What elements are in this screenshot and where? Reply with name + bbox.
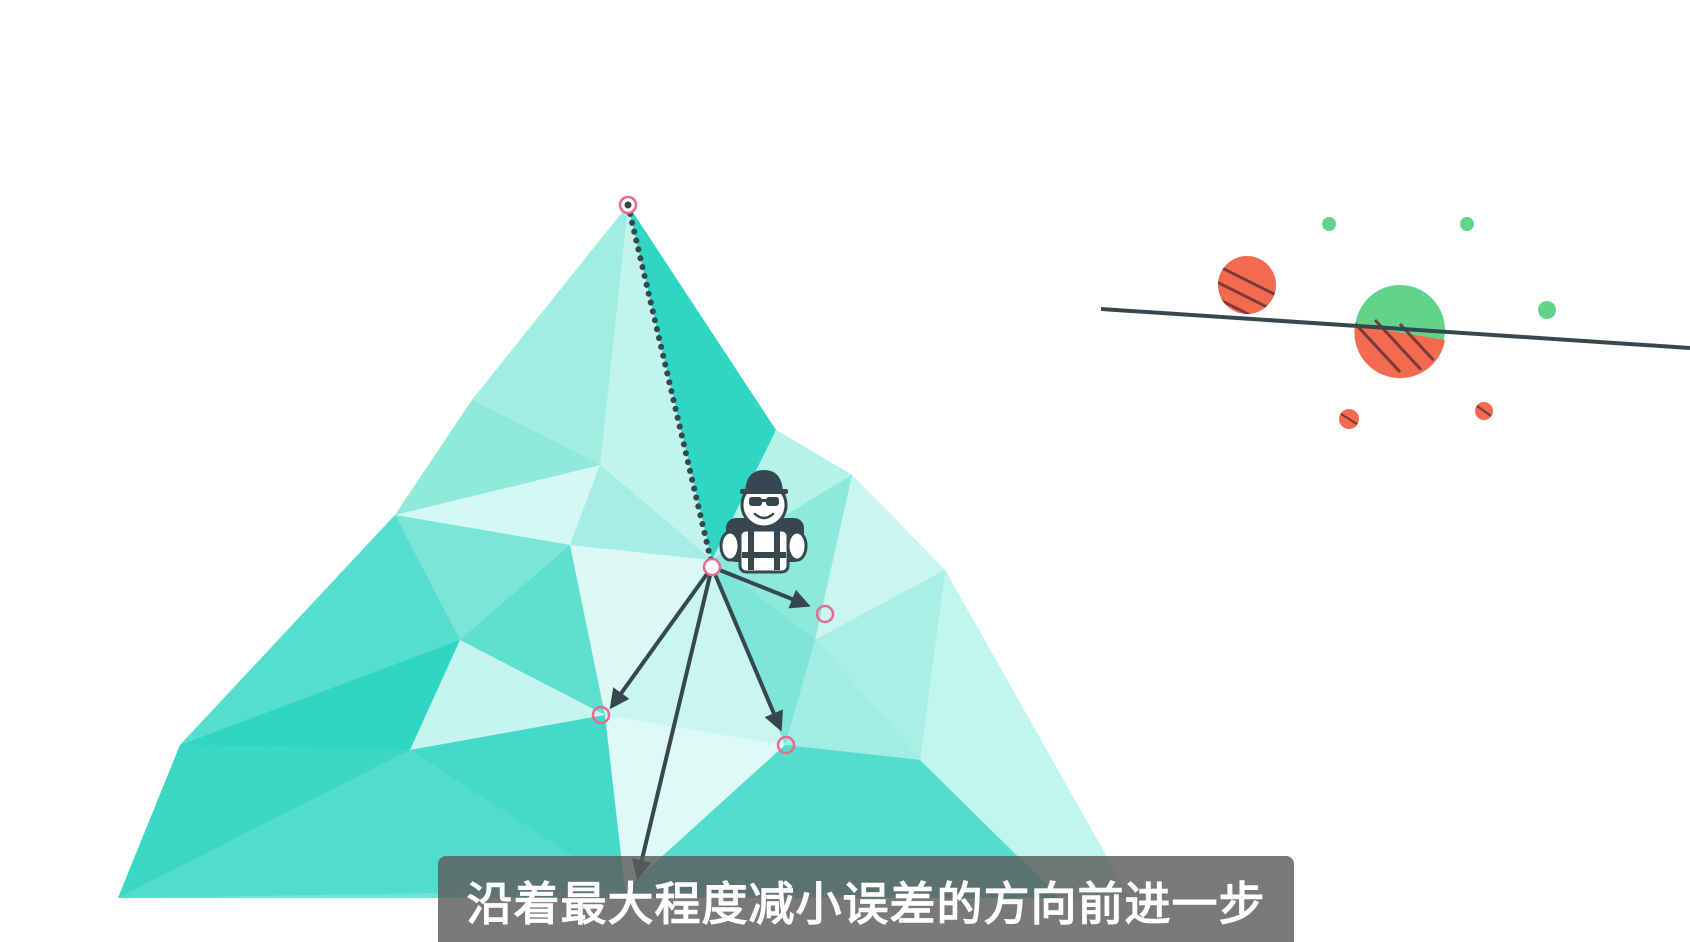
mountain-facet: [570, 545, 712, 715]
circle-marker-icon: [776, 735, 796, 755]
subtitle-text: 沿着最大程度减小误差的方向前进一步: [466, 877, 1266, 931]
green-point: [1538, 301, 1556, 319]
circle-marker-icon: [815, 604, 835, 624]
mountain-facet: [472, 205, 628, 465]
step-arrow-left: [609, 565, 714, 710]
mountain-facet: [395, 515, 570, 640]
mountain-facet: [180, 640, 460, 750]
mountain-facet: [712, 560, 815, 745]
mountain-facet: [395, 465, 600, 545]
descent-path: [625, 202, 715, 568]
mountain-facet: [395, 400, 600, 515]
mountain-facet: [605, 560, 785, 745]
mountain-facet: [570, 465, 712, 560]
summit-dot: [624, 201, 632, 209]
step-arrows: [609, 565, 811, 880]
mountain-facet: [460, 545, 605, 715]
mountain-facet: [600, 205, 712, 560]
circle-marker-icon: [591, 705, 611, 725]
mountain-facet: [410, 640, 605, 750]
classification-scatter: [1100, 217, 1690, 429]
green-point: [1460, 217, 1474, 231]
mountain-facet: [118, 745, 410, 898]
circle-marker-icon: [702, 557, 722, 577]
mountain-facet: [920, 570, 1130, 898]
position-markers: [591, 195, 835, 755]
hiker-icon: [719, 470, 808, 574]
mountain-facet: [628, 205, 776, 560]
mountain-facet: [815, 475, 945, 640]
step-arrow-steepest: [632, 566, 714, 880]
step-arrow-right: [711, 565, 811, 609]
subtitle-bar: 沿着最大程度减小误差的方向前进一步: [438, 856, 1294, 942]
mountain-facet: [605, 715, 785, 890]
green-point: [1322, 217, 1336, 231]
mountain-facet: [785, 640, 920, 760]
mountain-facet: [180, 515, 460, 745]
decision-line: [1100, 307, 1690, 350]
mountain: [118, 205, 1130, 898]
step-arrow-down-right: [710, 566, 783, 732]
mountain-facet: [410, 715, 625, 890]
mountain-facet: [815, 570, 945, 760]
